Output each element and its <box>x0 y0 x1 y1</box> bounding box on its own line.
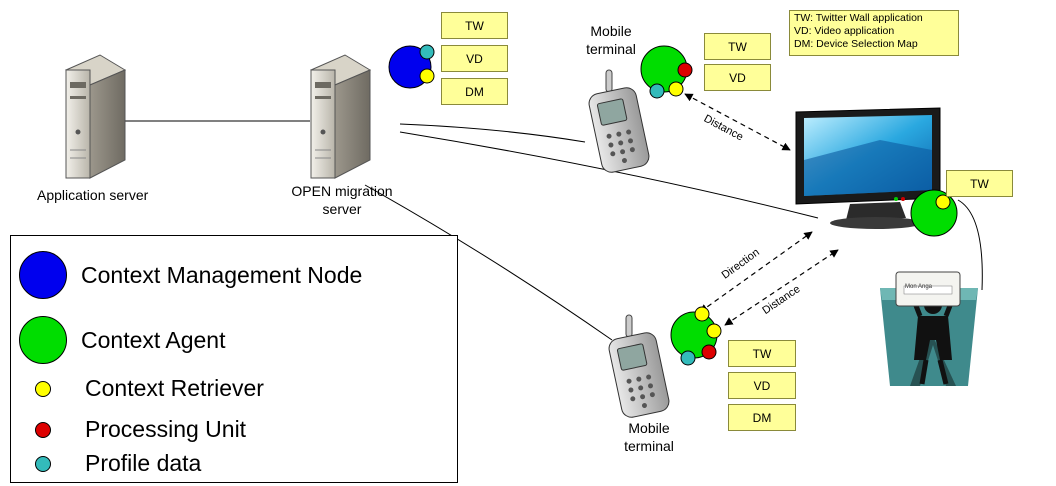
legend-item-processing-unit: Processing Unit <box>11 416 246 443</box>
app-box-dm-migration: DM <box>441 78 508 105</box>
legend-item-profile-data: Profile data <box>11 450 201 477</box>
context-agent-top <box>640 45 693 99</box>
legend-label-processing: Processing Unit <box>85 416 247 442</box>
mobile-terminal-bottom-label-line1: Mobile <box>628 420 670 436</box>
context-management-node <box>388 44 435 89</box>
legend-label-cmn: Context Management Node <box>81 261 363 288</box>
legend-swatch-agent <box>19 316 67 364</box>
abbreviation-dm: DM: Device Selection Map <box>794 38 918 50</box>
legend-swatch-retriever <box>35 380 51 397</box>
app-box-tw-mobile-top: TW <box>704 33 771 60</box>
app-box-vd-migration: VD <box>441 45 508 72</box>
legend-swatch-processing <box>35 421 51 438</box>
display-monitor-icon <box>795 107 941 229</box>
mobile-terminal-bottom-label: Mobile terminal <box>604 419 694 455</box>
legend-swatch-profile <box>35 455 51 472</box>
legend-item-context-management-node: Context Management Node <box>11 251 362 299</box>
migration-server-label-line2: server <box>322 201 362 217</box>
app-box-tw-migration: TW <box>441 12 508 39</box>
legend-label-retriever: Context Retriever <box>85 375 264 401</box>
abbreviation-tw: TW: Twitter Wall application <box>794 12 923 24</box>
line-agent-card <box>957 199 983 291</box>
mobile-terminal-bottom-icon <box>608 314 670 418</box>
context-agent-bottom <box>670 306 722 366</box>
app-box-vd-mobile-top: VD <box>704 64 771 91</box>
app-box-dm-mobile-bottom: DM <box>728 404 796 431</box>
distance-arrow-top <box>684 93 791 151</box>
legend-item-context-retriever: Context Retriever <box>11 375 264 402</box>
migration-server-icon <box>309 54 372 179</box>
migration-server-label-line1: OPEN migration <box>291 183 393 199</box>
mobile-terminal-top-label-line2: terminal <box>586 41 636 57</box>
dashed-arrows <box>684 93 839 326</box>
abbreviation-note: TW: Twitter Wall application VD: Video a… <box>789 10 959 56</box>
mobile-terminal-top-label: Mobile terminal <box>566 22 656 58</box>
legend-label-agent: Context Agent <box>81 326 226 353</box>
app-box-tw-display: TW <box>946 170 1013 197</box>
legend-item-context-agent: Context Agent <box>11 316 226 364</box>
line-migration-mobile-top <box>399 123 586 143</box>
abbreviation-vd: VD: Video application <box>794 25 895 37</box>
mobile-terminal-top-icon <box>588 69 650 173</box>
app-box-tw-mobile-bottom: TW <box>728 340 796 367</box>
app-box-vd-mobile-bottom: VD <box>728 372 796 399</box>
migration-server-label: OPEN migration server <box>278 182 406 218</box>
application-server-label: Application server <box>37 187 149 203</box>
mobile-terminal-top-label-line1: Mobile <box>590 23 632 39</box>
legend-box: Context Management Node Context Agent Co… <box>10 235 458 483</box>
legend-label-profile: Profile data <box>85 450 202 476</box>
application-server-icon <box>64 54 127 179</box>
direction-arrow <box>699 231 813 313</box>
distance-arrow-bottom <box>724 249 839 326</box>
user-with-card-image <box>880 271 978 386</box>
card-text: Mon Anga <box>905 284 933 290</box>
line-migration-mobile-bottom <box>364 184 613 341</box>
context-agent-display <box>910 189 958 237</box>
legend-swatch-cmn <box>19 251 67 299</box>
mobile-terminal-bottom-label-line2: terminal <box>624 438 674 454</box>
